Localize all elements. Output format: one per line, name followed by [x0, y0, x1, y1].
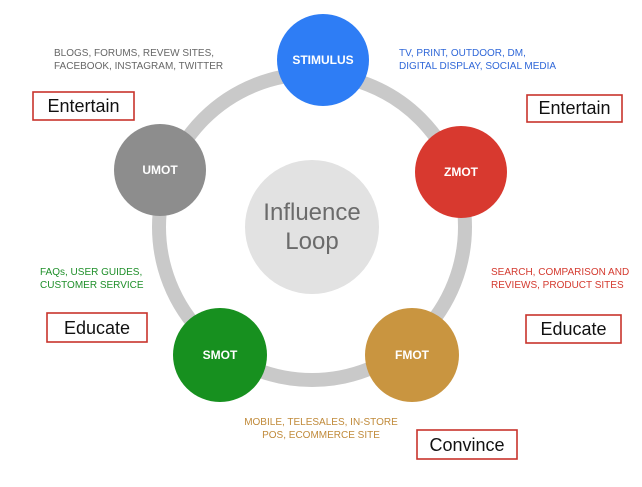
- tag-entertain-right: Entertain: [526, 94, 623, 123]
- fmot-node-label: FMOT: [395, 348, 430, 362]
- tag-educate-left-box: [46, 312, 148, 343]
- tag-entertain-left-label: Entertain: [47, 96, 119, 116]
- fmot-node: FMOT: [365, 308, 459, 402]
- fmot-node-circle: [365, 308, 459, 402]
- stimulus-node: STIMULUS: [277, 14, 369, 106]
- tag-educate-left-label: Educate: [64, 318, 130, 338]
- zmot-node: ZMOT: [415, 126, 507, 218]
- tag-entertain-right-label: Entertain: [538, 98, 610, 118]
- tag-convince-box: [416, 429, 518, 460]
- stimulus-node-circle: [277, 14, 369, 106]
- note-fmot-line2: POS, ECOMMERCE SITE: [262, 430, 380, 441]
- note-zmot-line2: REVIEWS, PRODUCT SITES: [491, 280, 624, 291]
- note-smot-line1: FAQs, USER GUIDES,: [40, 267, 142, 278]
- center-label-line2: Loop: [285, 228, 338, 255]
- tag-entertain-left: Entertain: [32, 91, 135, 121]
- center-circle: [245, 160, 379, 294]
- tag-educate-left: Educate: [46, 312, 148, 343]
- umot-node: UMOT: [114, 124, 206, 216]
- note-stimulus-line1: TV, PRINT, OUTDOOR, DM,: [399, 48, 526, 59]
- note-stimulus-line2: DIGITAL DISPLAY, SOCIAL MEDIA: [399, 61, 556, 72]
- stimulus-node-label: STIMULUS: [292, 53, 353, 67]
- tag-convince: Convince: [416, 429, 518, 460]
- smot-node: SMOT: [173, 308, 267, 402]
- tag-entertain-left-box: [32, 91, 135, 121]
- umot-node-circle: [114, 124, 206, 216]
- note-umot-line2: FACEBOOK, INSTAGRAM, TWITTER: [54, 61, 223, 72]
- center-label-line1: Influence: [263, 199, 360, 226]
- note-zmot-line1: SEARCH, COMPARISON AND: [491, 267, 629, 278]
- note-smot-line2: CUSTOMER SERVICE: [40, 280, 144, 291]
- tag-convince-label: Convince: [429, 435, 504, 455]
- tag-educate-right: Educate: [525, 314, 622, 344]
- zmot-node-circle: [415, 126, 507, 218]
- tag-entertain-right-box: [526, 94, 623, 123]
- smot-node-label: SMOT: [203, 348, 238, 362]
- umot-node-label: UMOT: [142, 163, 178, 177]
- smot-node-circle: [173, 308, 267, 402]
- zmot-node-label: ZMOT: [444, 165, 479, 179]
- note-umot-line1: BLOGS, FORUMS, REVEW SITES,: [54, 48, 214, 59]
- tag-educate-right-box: [525, 314, 622, 344]
- tag-educate-right-label: Educate: [540, 319, 606, 339]
- note-fmot-line1: MOBILE, TELESALES, IN-STORE: [244, 417, 398, 428]
